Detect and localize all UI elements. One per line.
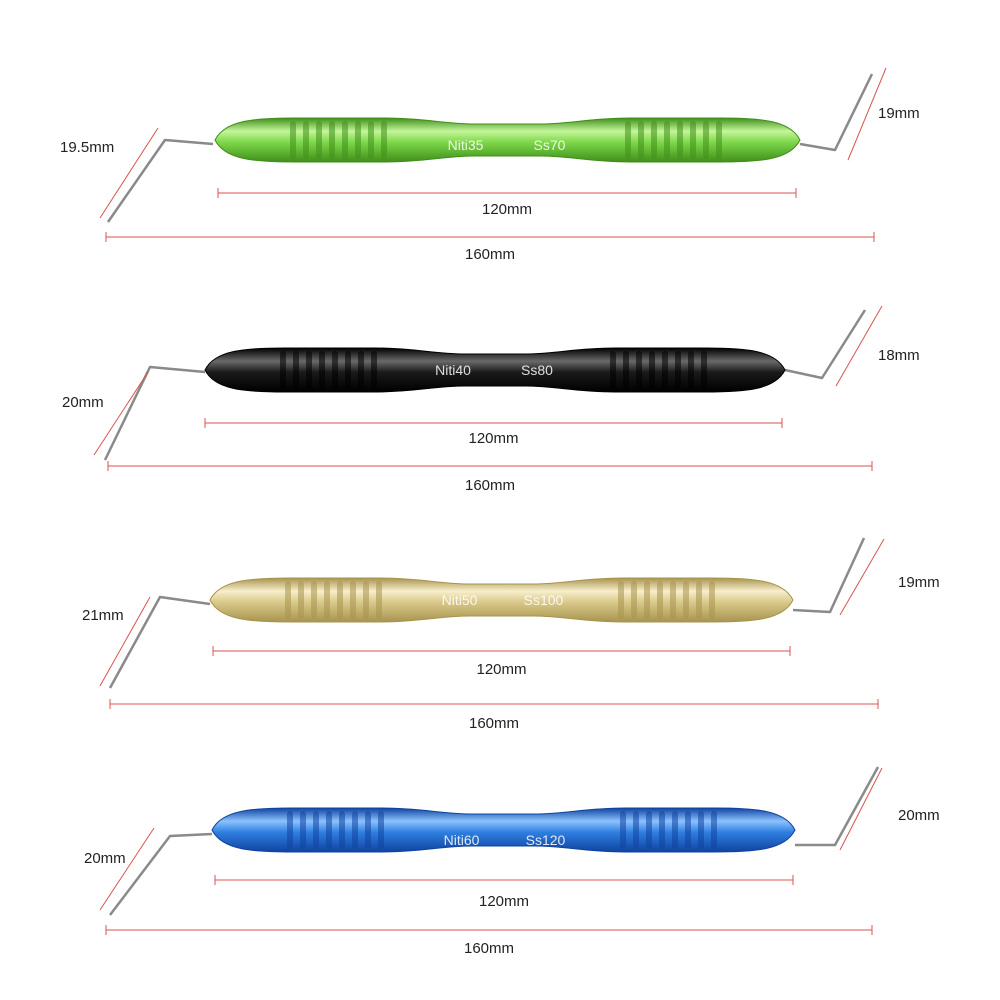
handle-label-right: Ss80 bbox=[521, 362, 553, 378]
left-tip-dimension-line bbox=[99, 127, 159, 219]
instrument-4: Niti60 Ss120 20mm 20mm 120mm 160mm bbox=[84, 766, 940, 957]
grip-grooves bbox=[285, 581, 715, 619]
instrument-2: Niti40 Ss80 20mm 18mm 120mm 160mm bbox=[62, 305, 920, 494]
right-tip bbox=[784, 309, 867, 380]
handle-label-left: Niti40 bbox=[435, 362, 471, 378]
grip-grooves bbox=[280, 351, 707, 389]
left-tip-length: 19.5mm bbox=[60, 139, 114, 156]
left-tip bbox=[103, 365, 206, 461]
grip-grooves bbox=[290, 121, 722, 159]
right-tip-length: 20mm bbox=[898, 807, 940, 824]
handle bbox=[211, 807, 796, 853]
handle-label-left: Niti35 bbox=[448, 137, 484, 153]
handle-length: 120mm bbox=[468, 430, 518, 447]
left-tip-length: 20mm bbox=[84, 850, 126, 867]
left-tip bbox=[106, 138, 214, 223]
right-tip bbox=[799, 73, 874, 152]
grip-grooves bbox=[287, 811, 717, 849]
handle bbox=[209, 577, 794, 623]
instrument-1: Niti35 Ss70 19.5mm 19mm 120mm 160mm bbox=[60, 67, 920, 263]
right-tip bbox=[795, 766, 880, 847]
left-tip-dimension-line bbox=[93, 371, 149, 456]
handle-length: 120mm bbox=[482, 201, 532, 218]
total-length: 160mm bbox=[465, 477, 515, 494]
right-tip-dimension-line bbox=[839, 767, 883, 851]
handle bbox=[214, 117, 801, 163]
right-tip-length: 18mm bbox=[878, 347, 920, 364]
handle-label-left: Niti60 bbox=[444, 832, 480, 848]
total-length: 160mm bbox=[465, 246, 515, 263]
total-length: 160mm bbox=[464, 940, 514, 957]
handle-length: 120mm bbox=[476, 661, 526, 678]
handle-length: 120mm bbox=[479, 893, 529, 910]
handle-label-left: Niti50 bbox=[442, 592, 478, 608]
total-length: 160mm bbox=[469, 715, 519, 732]
right-tip-length: 19mm bbox=[898, 574, 940, 591]
right-tip-length: 19mm bbox=[878, 105, 920, 122]
right-tip bbox=[792, 537, 866, 614]
left-tip bbox=[109, 832, 213, 916]
left-tip-dimension-line bbox=[99, 827, 155, 911]
left-tip-length: 21mm bbox=[82, 607, 124, 624]
right-tip-dimension-line bbox=[847, 67, 887, 161]
right-tip-dimension-line bbox=[839, 538, 885, 616]
right-tip-dimension-line bbox=[835, 305, 883, 387]
handle-label-right: Ss120 bbox=[526, 832, 566, 848]
handle-label-right: Ss100 bbox=[524, 592, 564, 608]
left-tip-dimension-line bbox=[99, 596, 151, 687]
instrument-3: Niti50 Ss100 21mm 19mm 120mm 160mm bbox=[82, 537, 940, 732]
left-tip-length: 20mm bbox=[62, 394, 104, 411]
left-tip bbox=[108, 595, 211, 689]
handle-label-right: Ss70 bbox=[534, 137, 566, 153]
handle bbox=[204, 347, 786, 393]
